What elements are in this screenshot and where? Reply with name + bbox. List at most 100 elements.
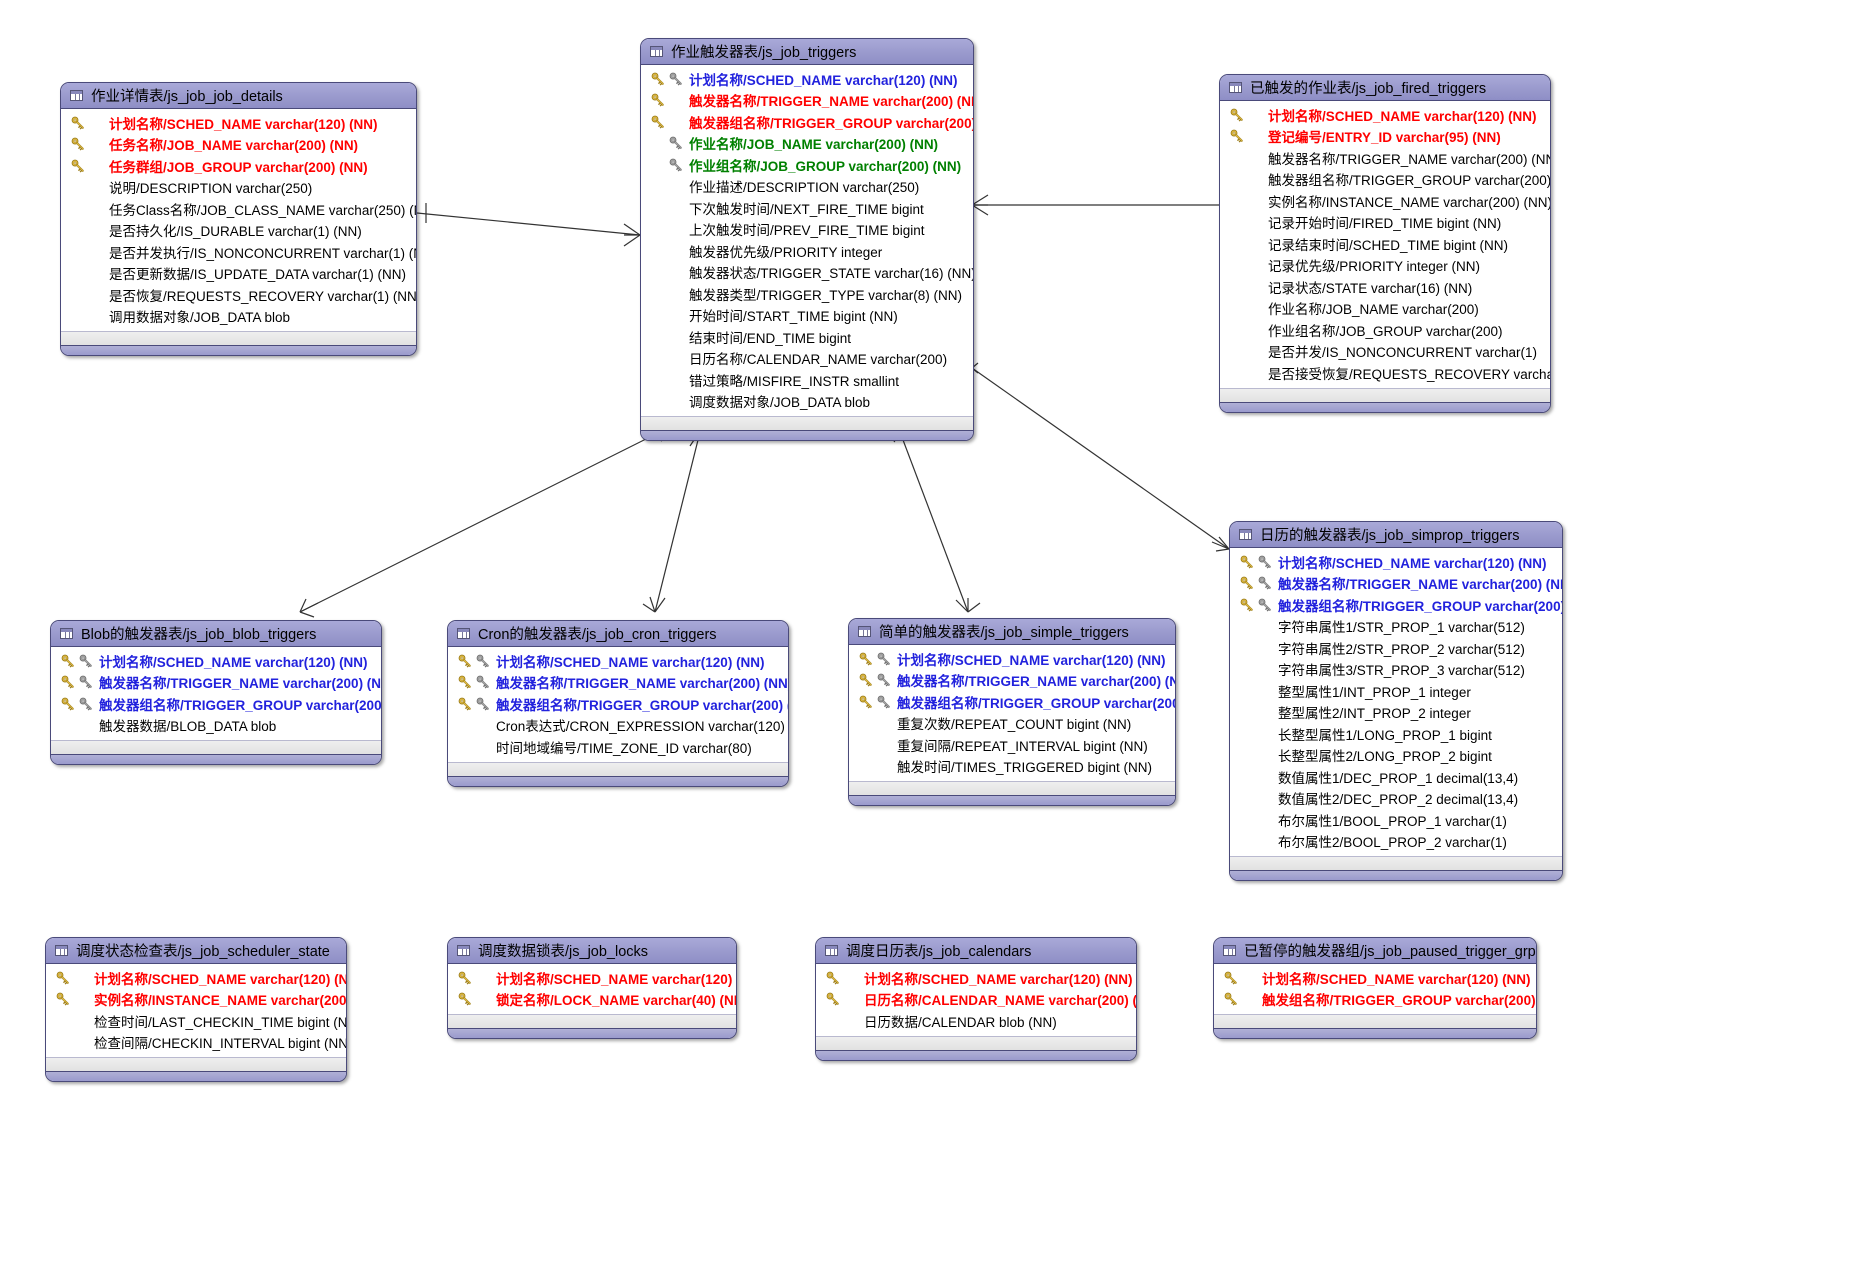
- entity-js_job_simple_triggers[interactable]: 简单的触发器表/js_job_simple_triggers 计划名称/SCHED…: [848, 618, 1176, 806]
- entity-js_job_cron_triggers[interactable]: Cron的触发器表/js_job_cron_triggers 计划名称/SCHED…: [447, 620, 789, 787]
- attribute-row[interactable]: 字符串属性1/STR_PROP_1 varchar(512): [1230, 616, 1562, 638]
- attribute-row[interactable]: 计划名称/SCHED_NAME varchar(120) (NN): [448, 650, 788, 672]
- attribute-row[interactable]: 重复间隔/REPEAT_INTERVAL bigint (NN): [849, 734, 1175, 756]
- attribute-row[interactable]: 调度数据对象/JOB_DATA blob: [641, 391, 973, 413]
- entity-header-js_job_simple_triggers[interactable]: 简单的触发器表/js_job_simple_triggers: [849, 619, 1175, 645]
- entity-js_job_simprop_triggers[interactable]: 日历的触发器表/js_job_simprop_triggers 计划名称/SCHE…: [1229, 521, 1563, 881]
- attribute-row[interactable]: 计划名称/SCHED_NAME varchar(120) (NN): [61, 112, 416, 134]
- attribute-row[interactable]: 计划名称/SCHED_NAME varchar(120) (NN): [641, 68, 973, 90]
- attribute-row[interactable]: 结束时间/END_TIME bigint: [641, 326, 973, 348]
- attribute-row[interactable]: 触发器名称/TRIGGER_NAME varchar(200) (NN): [51, 672, 381, 694]
- entity-js_job_fired_triggers[interactable]: 已触发的作业表/js_job_fired_triggers 计划名称/SCHED_…: [1219, 74, 1551, 413]
- attribute-row[interactable]: 时间地域编号/TIME_ZONE_ID varchar(80): [448, 736, 788, 758]
- attribute-row[interactable]: 是否恢复/REQUESTS_RECOVERY varchar(1) (NN): [61, 284, 416, 306]
- attribute-row[interactable]: 检查间隔/CHECKIN_INTERVAL bigint (NN): [46, 1032, 346, 1054]
- entity-js_job_calendars[interactable]: 调度日历表/js_job_calendars 计划名称/SCHED_NAME va…: [815, 937, 1137, 1061]
- attribute-row[interactable]: 计划名称/SCHED_NAME varchar(120) (NN): [46, 967, 346, 989]
- entity-js_job_triggers[interactable]: 作业触发器表/js_job_triggers 计划名称/SCHED_NAME va…: [640, 38, 974, 441]
- entity-js_job_job_details[interactable]: 作业详情表/js_job_job_details 计划名称/SCHED_NAME …: [60, 82, 417, 356]
- attribute-row[interactable]: 触发器组名称/TRIGGER_GROUP varchar(200) (NN): [51, 693, 381, 715]
- attribute-row[interactable]: 作业组名称/JOB_GROUP varchar(200): [1220, 319, 1550, 341]
- attribute-row[interactable]: 计划名称/SCHED_NAME varchar(120) (NN): [849, 648, 1175, 670]
- attribute-row[interactable]: 日历数据/CALENDAR blob (NN): [816, 1010, 1136, 1032]
- attribute-row[interactable]: 数值属性1/DEC_PROP_1 decimal(13,4): [1230, 766, 1562, 788]
- entity-header-js_job_triggers[interactable]: 作业触发器表/js_job_triggers: [641, 39, 973, 65]
- entity-js_job_scheduler_state[interactable]: 调度状态检查表/js_job_scheduler_state 计划名称/SCHED…: [45, 937, 347, 1082]
- attribute-row[interactable]: 作业名称/JOB_NAME varchar(200): [1220, 298, 1550, 320]
- attribute-row[interactable]: 任务Class名称/JOB_CLASS_NAME varchar(250) (N…: [61, 198, 416, 220]
- attribute-row[interactable]: 布尔属性1/BOOL_PROP_1 varchar(1): [1230, 809, 1562, 831]
- attribute-row[interactable]: 字符串属性2/STR_PROP_2 varchar(512): [1230, 637, 1562, 659]
- entity-header-js_job_calendars[interactable]: 调度日历表/js_job_calendars: [816, 938, 1136, 964]
- attribute-row[interactable]: 任务群组/JOB_GROUP varchar(200) (NN): [61, 155, 416, 177]
- attribute-row[interactable]: 是否并发执行/IS_NONCONCURRENT varchar(1) (NN): [61, 241, 416, 263]
- attribute-row[interactable]: 日历名称/CALENDAR_NAME varchar(200) (NN): [816, 989, 1136, 1011]
- attribute-row[interactable]: 触发器状态/TRIGGER_STATE varchar(16) (NN): [641, 262, 973, 284]
- attribute-row[interactable]: 触发器组名称/TRIGGER_GROUP varchar(200) (NN): [1230, 594, 1562, 616]
- attribute-row[interactable]: 触发器名称/TRIGGER_NAME varchar(200) (NN): [448, 672, 788, 694]
- attribute-row[interactable]: 触发器名称/TRIGGER_NAME varchar(200) (NN): [641, 90, 973, 112]
- attribute-row[interactable]: 计划名称/SCHED_NAME varchar(120) (NN): [816, 967, 1136, 989]
- attribute-row[interactable]: 计划名称/SCHED_NAME varchar(120) (NN): [1220, 104, 1550, 126]
- attribute-row[interactable]: 是否接受恢复/REQUESTS_RECOVERY varchar(1): [1220, 362, 1550, 384]
- attribute-row[interactable]: 作业组名称/JOB_GROUP varchar(200) (NN): [641, 154, 973, 176]
- attribute-row[interactable]: 任务名称/JOB_NAME varchar(200) (NN): [61, 134, 416, 156]
- attribute-row[interactable]: 数值属性2/DEC_PROP_2 decimal(13,4): [1230, 788, 1562, 810]
- attribute-row[interactable]: 错过策略/MISFIRE_INSTR smallint: [641, 369, 973, 391]
- entity-header-js_job_fired_triggers[interactable]: 已触发的作业表/js_job_fired_triggers: [1220, 75, 1550, 101]
- attribute-row[interactable]: 触发器类型/TRIGGER_TYPE varchar(8) (NN): [641, 283, 973, 305]
- attribute-row[interactable]: 锁定名称/LOCK_NAME varchar(40) (NN): [448, 989, 736, 1011]
- attribute-row[interactable]: 重复次数/REPEAT_COUNT bigint (NN): [849, 713, 1175, 735]
- attribute-row[interactable]: 是否并发/IS_NONCONCURRENT varchar(1): [1220, 341, 1550, 363]
- attribute-row[interactable]: 触发器名称/TRIGGER_NAME varchar(200) (NN): [1220, 147, 1550, 169]
- attribute-row[interactable]: Cron表达式/CRON_EXPRESSION varchar(120) (NN…: [448, 715, 788, 737]
- entity-header-js_job_cron_triggers[interactable]: Cron的触发器表/js_job_cron_triggers: [448, 621, 788, 647]
- attribute-row[interactable]: 触发器数据/BLOB_DATA blob: [51, 715, 381, 737]
- attribute-row[interactable]: 检查时间/LAST_CHECKIN_TIME bigint (NN): [46, 1010, 346, 1032]
- attribute-row[interactable]: 日历名称/CALENDAR_NAME varchar(200): [641, 348, 973, 370]
- attribute-row[interactable]: 触发时间/TIMES_TRIGGERED bigint (NN): [849, 756, 1175, 778]
- entity-header-js_job_scheduler_state[interactable]: 调度状态检查表/js_job_scheduler_state: [46, 938, 346, 964]
- attribute-row[interactable]: 实例名称/INSTANCE_NAME varchar(200) (NN): [46, 989, 346, 1011]
- attribute-row[interactable]: 计划名称/SCHED_NAME varchar(120) (NN): [51, 650, 381, 672]
- attribute-row[interactable]: 长整型属性2/LONG_PROP_2 bigint: [1230, 745, 1562, 767]
- attribute-row[interactable]: 整型属性2/INT_PROP_2 integer: [1230, 702, 1562, 724]
- attribute-row[interactable]: 触发组名称/TRIGGER_GROUP varchar(200) (NN): [1214, 989, 1536, 1011]
- attribute-row[interactable]: 登记编号/ENTRY_ID varchar(95) (NN): [1220, 126, 1550, 148]
- attribute-row[interactable]: 计划名称/SCHED_NAME varchar(120) (NN): [1230, 551, 1562, 573]
- attribute-row[interactable]: 触发器名称/TRIGGER_NAME varchar(200) (NN): [849, 670, 1175, 692]
- attribute-row[interactable]: 计划名称/SCHED_NAME varchar(120) (NN): [448, 967, 736, 989]
- attribute-row[interactable]: 触发器组名称/TRIGGER_GROUP varchar(200) (NN): [448, 693, 788, 715]
- attribute-row[interactable]: 记录状态/STATE varchar(16) (NN): [1220, 276, 1550, 298]
- attribute-row[interactable]: 作业描述/DESCRIPTION varchar(250): [641, 176, 973, 198]
- attribute-row[interactable]: 触发器名称/TRIGGER_NAME varchar(200) (NN): [1230, 573, 1562, 595]
- attribute-row[interactable]: 实例名称/INSTANCE_NAME varchar(200) (NN): [1220, 190, 1550, 212]
- attribute-row[interactable]: 整型属性1/INT_PROP_1 integer: [1230, 680, 1562, 702]
- attribute-row[interactable]: 记录开始时间/FIRED_TIME bigint (NN): [1220, 212, 1550, 234]
- entity-js_job_blob_triggers[interactable]: Blob的触发器表/js_job_blob_triggers 计划名称/SCHED…: [50, 620, 382, 765]
- attribute-row[interactable]: 字符串属性3/STR_PROP_3 varchar(512): [1230, 659, 1562, 681]
- attribute-row[interactable]: 调用数据对象/JOB_DATA blob: [61, 306, 416, 328]
- attribute-row[interactable]: 触发器组名称/TRIGGER_GROUP varchar(200) (NN): [849, 691, 1175, 713]
- attribute-row[interactable]: 说明/DESCRIPTION varchar(250): [61, 177, 416, 199]
- attribute-row[interactable]: 长整型属性1/LONG_PROP_1 bigint: [1230, 723, 1562, 745]
- attribute-row[interactable]: 下次触发时间/NEXT_FIRE_TIME bigint: [641, 197, 973, 219]
- entity-js_job_locks[interactable]: 调度数据锁表/js_job_locks 计划名称/SCHED_NAME varch…: [447, 937, 737, 1039]
- entity-header-js_job_blob_triggers[interactable]: Blob的触发器表/js_job_blob_triggers: [51, 621, 381, 647]
- attribute-row[interactable]: 触发器优先级/PRIORITY integer: [641, 240, 973, 262]
- attribute-row[interactable]: 记录结束时间/SCHED_TIME bigint (NN): [1220, 233, 1550, 255]
- entity-header-js_job_locks[interactable]: 调度数据锁表/js_job_locks: [448, 938, 736, 964]
- attribute-row[interactable]: 作业名称/JOB_NAME varchar(200) (NN): [641, 133, 973, 155]
- entity-header-js_job_job_details[interactable]: 作业详情表/js_job_job_details: [61, 83, 416, 109]
- attribute-row[interactable]: 上次触发时间/PREV_FIRE_TIME bigint: [641, 219, 973, 241]
- attribute-row[interactable]: 记录优先级/PRIORITY integer (NN): [1220, 255, 1550, 277]
- attribute-row[interactable]: 是否持久化/IS_DURABLE varchar(1) (NN): [61, 220, 416, 242]
- entity-header-js_job_simprop_triggers[interactable]: 日历的触发器表/js_job_simprop_triggers: [1230, 522, 1562, 548]
- attribute-row[interactable]: 开始时间/START_TIME bigint (NN): [641, 305, 973, 327]
- attribute-row[interactable]: 布尔属性2/BOOL_PROP_2 varchar(1): [1230, 831, 1562, 853]
- entity-header-js_job_paused_trigger_grps[interactable]: 已暂停的触发器组/js_job_paused_trigger_grps: [1214, 938, 1536, 964]
- attribute-row[interactable]: 触发器组名称/TRIGGER_GROUP varchar(200) (NN): [641, 111, 973, 133]
- attribute-row[interactable]: 是否更新数据/IS_UPDATE_DATA varchar(1) (NN): [61, 263, 416, 285]
